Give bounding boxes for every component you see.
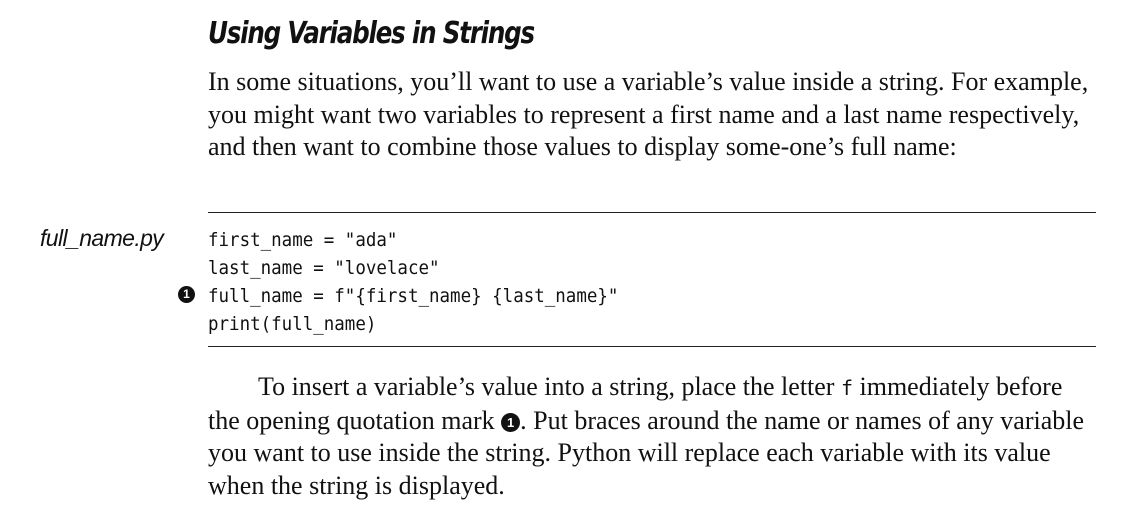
listing-filename: full_name.py	[40, 225, 164, 251]
explanation-text-3: . Put braces around the name or names of…	[208, 405, 1085, 500]
explanation-text-1: To insert a variable’s value into a stri…	[258, 372, 841, 401]
callout-marker-1: 1	[178, 286, 195, 303]
listing-bottom-rule	[208, 346, 1096, 347]
code-line-2: last_name = "lovelace"	[208, 257, 440, 279]
code-line-3: full_name = f"{first_name} {last_name}"	[208, 285, 619, 307]
section-heading: Using Variables in Strings	[208, 16, 535, 51]
inline-callout-marker-1: 1	[501, 412, 521, 432]
code-listing: first_name = "ada" last_name = "lovelace…	[208, 226, 618, 338]
code-line-4: print(full_name)	[208, 313, 377, 335]
explanation-text-2: immediately before the opening quotation…	[208, 372, 1063, 435]
intro-paragraph: In some situations, you’ll want to use a…	[208, 67, 1089, 161]
listing-top-rule	[208, 212, 1096, 213]
explanation-paragraph: To insert a variable’s value into a stri…	[208, 371, 1098, 502]
code-line-1: first_name = "ada"	[208, 229, 398, 251]
inline-code-f: f	[840, 376, 854, 400]
